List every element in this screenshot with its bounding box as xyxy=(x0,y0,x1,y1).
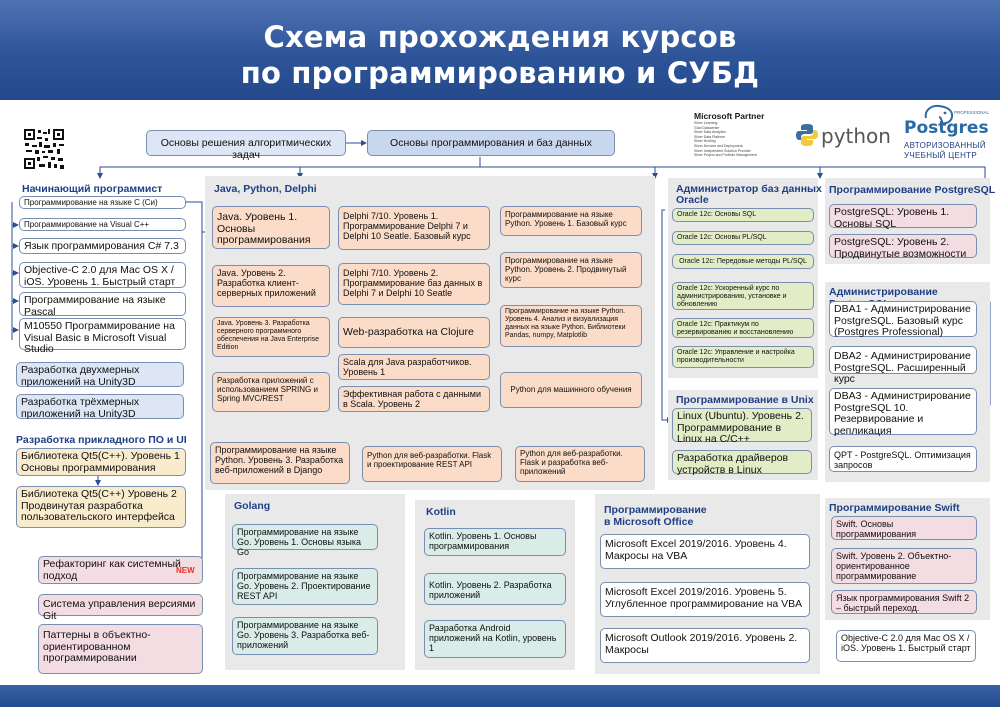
course-oracle-plsql-advanced[interactable]: Oracle 12c: Передовые методы PL/SQL xyxy=(672,254,814,269)
office-title-line2: в Microsoft Office xyxy=(604,516,694,528)
course-scala-1[interactable]: Scala для Java разработчиков. Уровень 1 xyxy=(338,354,490,380)
course-oracle-backup[interactable]: Oracle 12c: Практикум по резервированию … xyxy=(672,318,814,338)
course-dba1[interactable]: DBA1 - Администрирование PostgreSQL. Баз… xyxy=(829,301,977,338)
course-qt-1[interactable]: Библиотека Qt5(С++). Уровень 1 Основы пр… xyxy=(16,448,186,476)
course-kotlin-2[interactable]: Kotlin. Уровень 2. Разработка приложений xyxy=(424,573,566,605)
jpd-title: Java, Python, Delphi xyxy=(214,183,317,195)
course-pascal[interactable]: Программирование на языке Pascal xyxy=(19,292,186,317)
course-python-ml[interactable]: Python для машинного обучения xyxy=(500,372,642,408)
ms-competency-item: Silver Data Platform xyxy=(694,134,726,139)
course-excel-4[interactable]: Microsoft Excel 2019/2016. Уровень 4. Ма… xyxy=(600,534,810,569)
course-oracle-performance[interactable]: Oracle 12c: Управление и настройка произ… xyxy=(672,346,814,368)
course-visual-basic[interactable]: M10550 Программирование на Visual Basic … xyxy=(19,318,186,355)
course-java-3[interactable]: Java. Уровень 3. Разработка серверного п… xyxy=(212,317,330,357)
course-unity-2d[interactable]: Разработка двухмерных приложений на Unit… xyxy=(16,362,184,387)
course-go-3[interactable]: Программирование на языке Go. Уровень 3.… xyxy=(232,617,378,655)
page-title-line1: Схема прохождения курсов xyxy=(263,20,737,54)
course-clojure[interactable]: Web-разработка на Clojure xyxy=(338,317,490,348)
course-csharp[interactable]: Язык программирования C# 7.3 xyxy=(19,238,186,254)
ms-competency-item: Silver Learning xyxy=(694,121,718,125)
course-dba3[interactable]: DBA3 - Администрирование PostgreSQL 10. … xyxy=(829,388,977,436)
course-python-4[interactable]: Программирование на языке Python. Уровен… xyxy=(500,305,642,347)
course-excel-5[interactable]: Microsoft Excel 2019/2016. Уровень 5. Уг… xyxy=(600,582,810,617)
course-qpt[interactable]: QPT - PostgreSQL. Оптимизация запросов xyxy=(829,446,977,472)
course-oracle-admin[interactable]: Oracle 12c: Ускоренный курс по администр… xyxy=(672,282,814,310)
ms-competency-item: Silver Hosting xyxy=(694,139,716,144)
algorithms-course[interactable]: Основы решения алгоритмических задач xyxy=(146,130,346,160)
course-refactoring[interactable]: Рефакторинг как системный подход xyxy=(38,556,203,584)
course-flask-web[interactable]: Python для веб-разработки. Flask и разра… xyxy=(515,446,645,482)
kotlin-title: Kotlin xyxy=(426,506,456,518)
ms-competency-item: Gold Datacenter xyxy=(694,125,720,130)
course-unity-3d[interactable]: Разработка трёхмерных приложений на Unit… xyxy=(16,394,184,419)
course-flask-rest[interactable]: Python для веб-разработки. Flask и проек… xyxy=(362,446,502,482)
course-scala-2[interactable]: Эффективная работа с данными в Scala. Ур… xyxy=(338,386,490,412)
course-linux-2[interactable]: Linux (Ubuntu). Уровень 2. Программирова… xyxy=(672,408,812,445)
course-python-2[interactable]: Программирование на языке Python. Уровен… xyxy=(500,252,642,288)
ms-competency-item: Silver Project and Portfolio Management xyxy=(694,153,757,158)
ms-competency-item: Silver Devices and Deployment xyxy=(694,143,743,148)
course-c[interactable]: Программирование на языке С (Си) xyxy=(19,196,186,209)
course-python-3[interactable]: Программирование на языке Python. Уровен… xyxy=(210,442,350,484)
course-oracle-plsql[interactable]: Oracle 12c: Основы PL/SQL xyxy=(672,231,814,245)
page-footer xyxy=(0,685,1000,707)
oracle-title-line1: Администратор баз данных xyxy=(676,183,822,195)
elephant-icon xyxy=(924,104,954,125)
course-swift-quick[interactable]: Язык программирования Swift 2 – быстрый … xyxy=(831,590,977,614)
course-kotlin-android[interactable]: Разработка Android приложений на Kotlin,… xyxy=(424,620,566,658)
course-outlook-2[interactable]: Microsoft Outlook 2019/2016. Уровень 2. … xyxy=(600,628,810,663)
qr-code-icon[interactable] xyxy=(23,128,65,170)
page-title-line2: по программированию и СУБД xyxy=(240,56,760,90)
postgres-wordmark: Postgres xyxy=(904,118,989,138)
course-objc-swift[interactable]: Objective-C 2.0 для Mac OS X / iOS. Уров… xyxy=(836,630,976,662)
course-spring[interactable]: Разработка приложений с использованием S… xyxy=(212,372,330,412)
ms-partner-title: Microsoft Partner xyxy=(694,111,765,121)
programming-basics-course[interactable]: Основы программирования и баз данных xyxy=(367,130,615,156)
course-dba2[interactable]: DBA2 - Администрирование PostgreSQL. Рас… xyxy=(829,346,977,385)
course-oracle-sql[interactable]: Oracle 12c: Основы SQL xyxy=(672,208,814,222)
course-swift-2[interactable]: Swift. Уровень 2. Объектно-ориентированн… xyxy=(831,548,977,584)
office-title-line1: Программирование xyxy=(604,504,707,516)
course-java-2[interactable]: Java. Уровень 2. Разработка клиент-серве… xyxy=(212,265,330,307)
postgres-professional-label: PROFESSIONAL xyxy=(954,110,990,115)
course-go-2[interactable]: Программирование на языке Go. Уровень 2.… xyxy=(232,568,378,605)
authorized-label: АВТОРИЗОВАННЫЙ xyxy=(904,141,986,150)
course-java-1[interactable]: Java. Уровень 1. Основы программирования xyxy=(212,206,330,249)
pg-title: Программирование PostgreSQL xyxy=(829,184,996,196)
course-swift-1[interactable]: Swift. Основы программирования xyxy=(831,516,977,540)
course-visual-cpp[interactable]: Программирование на Visual C++ xyxy=(19,218,186,231)
page-header: Схема прохождения курсов по программиров… xyxy=(0,0,1000,100)
course-delphi-1[interactable]: Delphi 7/10. Уровень 1. Программирование… xyxy=(338,206,490,250)
course-pg-2[interactable]: PostgreSQL: Уровень 2. Продвинутые возмо… xyxy=(829,234,977,259)
new-badge: NEW xyxy=(176,566,195,575)
course-python-1[interactable]: Программирование на языке Python. Уровен… xyxy=(500,206,642,236)
course-git[interactable]: Система управления версиями Git xyxy=(38,594,203,621)
course-patterns[interactable]: Паттерны в объектно-ориентированном прог… xyxy=(38,624,203,674)
course-qt-2[interactable]: Библиотека Qt5(С++) Уровень 2 Продвинута… xyxy=(16,486,186,528)
unix-title: Программирование в Unix xyxy=(676,394,814,406)
python-wordmark: python xyxy=(821,124,891,148)
course-linux-drivers[interactable]: Разработка драйверов устройств в Linux xyxy=(672,450,812,475)
golang-title: Golang xyxy=(234,500,271,512)
python-icon xyxy=(796,124,818,146)
course-go-1[interactable]: Программирование на языке Go. Уровень 1.… xyxy=(232,524,378,557)
oracle-title-line2: Oracle xyxy=(676,194,709,206)
training-center-label: УЧЕБНЫЙ ЦЕНТР xyxy=(904,151,977,160)
course-objc-beginner[interactable]: Objective-C 2.0 для Mac OS X / iOS. Уров… xyxy=(19,262,186,288)
swift-title: Программирование Swift xyxy=(829,502,960,514)
ms-competency-item: Silver Independent Solution Provider xyxy=(694,148,751,153)
ms-competency-item: Silver Data Analytics xyxy=(694,130,726,135)
python-logo: python xyxy=(795,121,891,149)
postgres-pro-logo: PROFESSIONAL Postgres АВТОРИЗОВАННЫЙ УЧЕ… xyxy=(902,104,998,166)
beginner-title: Начинающий программист xyxy=(22,183,163,195)
applied-title: Разработка прикладного ПО и UI xyxy=(16,434,187,446)
course-delphi-2[interactable]: Delphi 7/10. Уровень 2. Программирование… xyxy=(338,263,490,305)
course-kotlin-1[interactable]: Kotlin. Уровень 1. Основы программирован… xyxy=(424,528,566,556)
course-pg-1[interactable]: PostgreSQL: Уровень 1. Основы SQL xyxy=(829,204,977,229)
